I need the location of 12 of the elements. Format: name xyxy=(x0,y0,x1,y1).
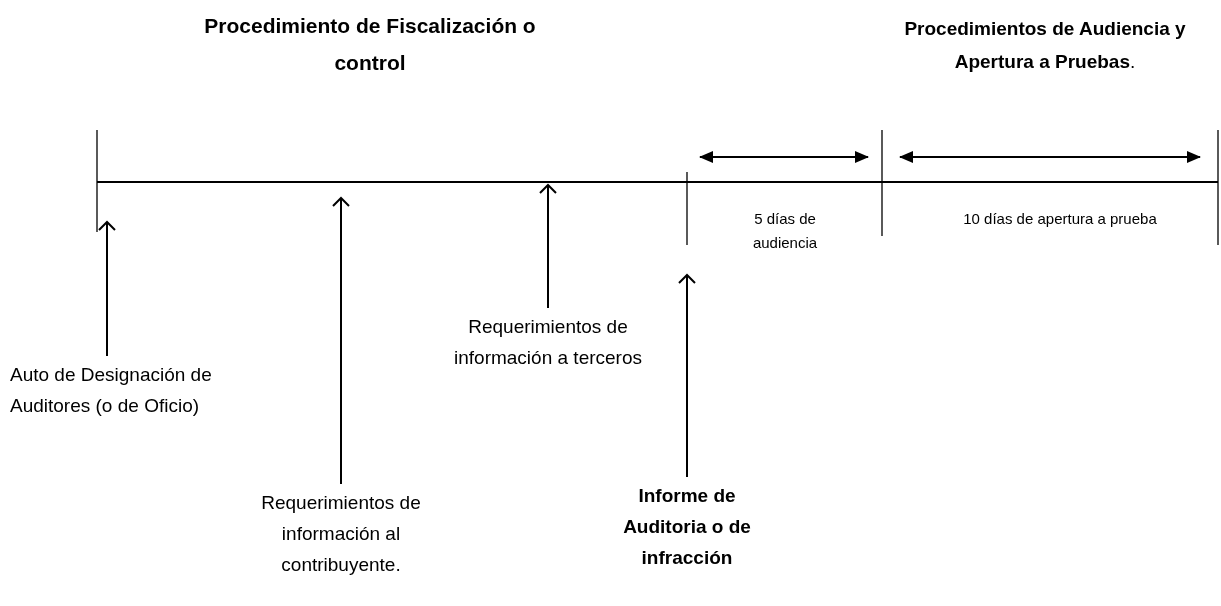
timeline-event-label: Requerimientos de información al contribuyente. xyxy=(236,488,446,581)
timeline-event-label: Informe de Auditoria o de infracción xyxy=(602,481,772,574)
timeline-event-label: Auto de Designación de Auditores (o de Oficio) xyxy=(10,360,258,422)
duration-label: 10 días de apertura a prueba xyxy=(962,209,1158,229)
arrow xyxy=(539,184,557,309)
timeline-event-label: Requerimientos de información a terceros xyxy=(453,312,643,374)
heading: Procedimiento de Fiscalización o control xyxy=(203,13,537,76)
arrow xyxy=(332,197,350,485)
arrow xyxy=(678,274,696,478)
duration-label: 5 días de audiencia xyxy=(751,209,819,253)
arrow xyxy=(98,221,116,357)
heading: Procedimientos de Audiencia y Apertura a Pruebas. xyxy=(903,17,1187,75)
